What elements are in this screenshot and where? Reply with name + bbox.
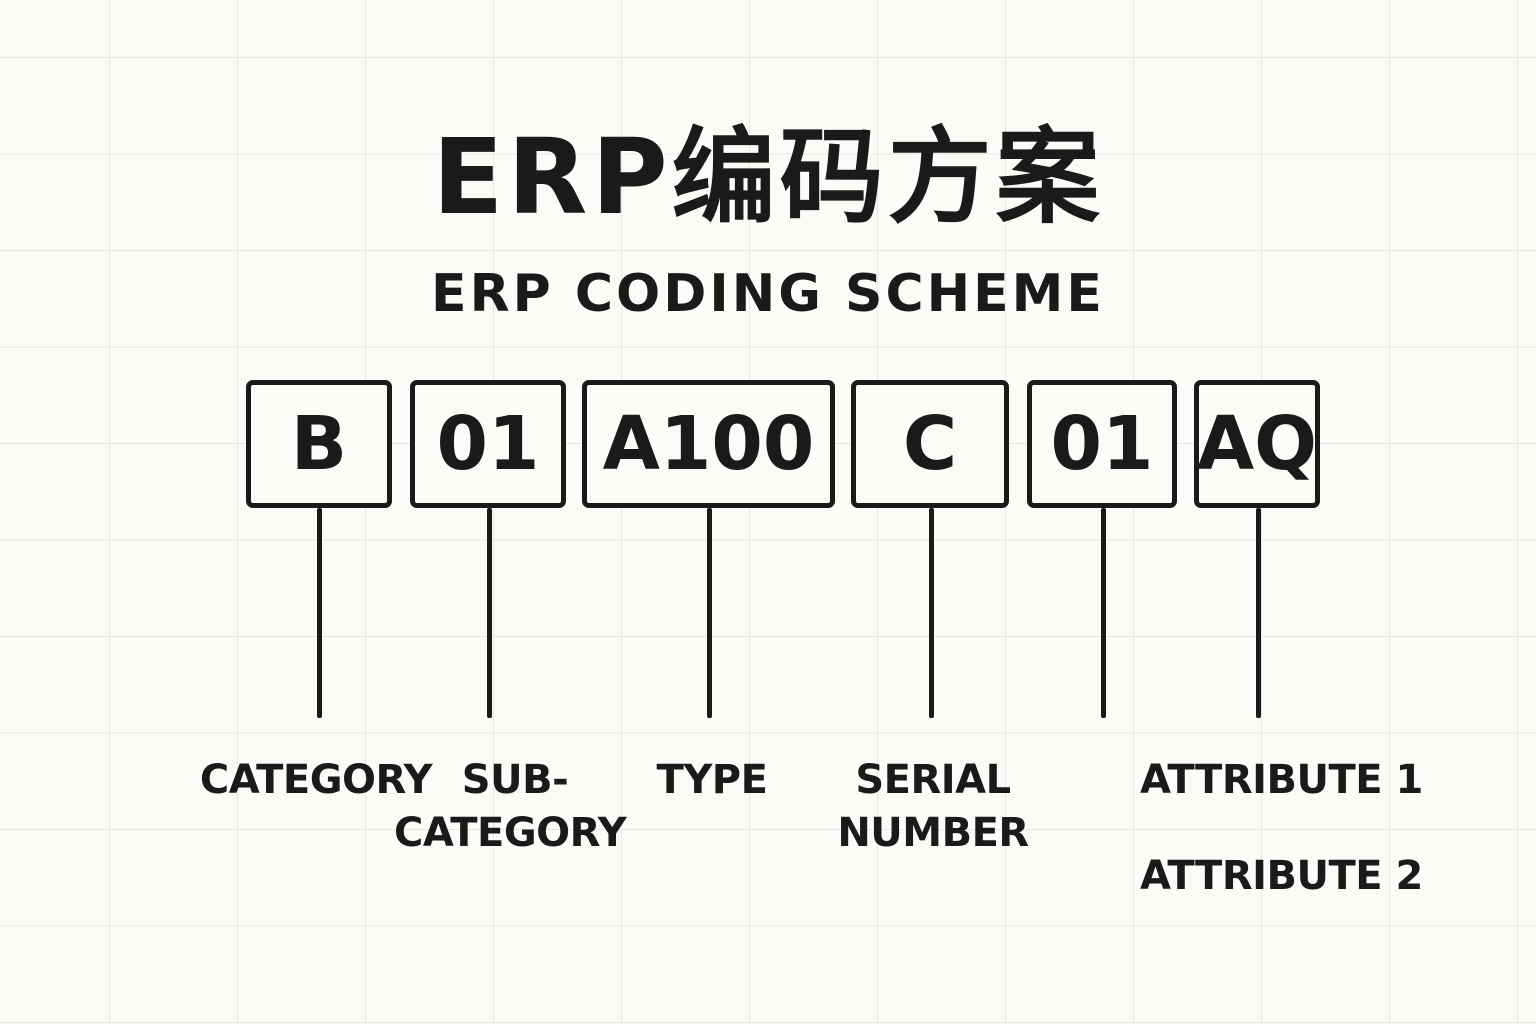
page-subtitle: ERP CODING SCHEME bbox=[431, 264, 1105, 324]
connector-line-attribute-2 bbox=[1256, 508, 1261, 718]
label-attribute-1: ATTRIBUTE 1 bbox=[1140, 757, 1423, 803]
label-attribute-2: ATTRIBUTE 2 bbox=[1140, 853, 1423, 899]
code-box-serial: C bbox=[851, 380, 1009, 508]
code-box-subcategory: 01 bbox=[410, 380, 566, 508]
code-box-attribute-1: 01 bbox=[1027, 380, 1177, 508]
label-serial-line1: SERIAL bbox=[855, 757, 1011, 803]
label-serial-line2: NUMBER bbox=[837, 810, 1029, 856]
connector-line-subcategory bbox=[487, 508, 492, 718]
connector-line-serial bbox=[929, 508, 934, 718]
connector-line-category bbox=[317, 508, 322, 718]
code-box-category: B bbox=[246, 380, 392, 508]
connector-line-type bbox=[707, 508, 712, 718]
label-subcategory-line1: SUB- bbox=[461, 757, 569, 803]
label-category: CATEGORY bbox=[199, 757, 433, 803]
label-subcategory-line2: CATEGORY bbox=[394, 810, 627, 856]
connector-line-attribute-1 bbox=[1101, 508, 1106, 718]
code-box-type: A100 bbox=[582, 380, 835, 508]
page-title: ERP编码方案 bbox=[432, 116, 1104, 238]
code-box-attribute-2: AQ bbox=[1194, 380, 1320, 508]
label-type: TYPE bbox=[656, 757, 768, 803]
